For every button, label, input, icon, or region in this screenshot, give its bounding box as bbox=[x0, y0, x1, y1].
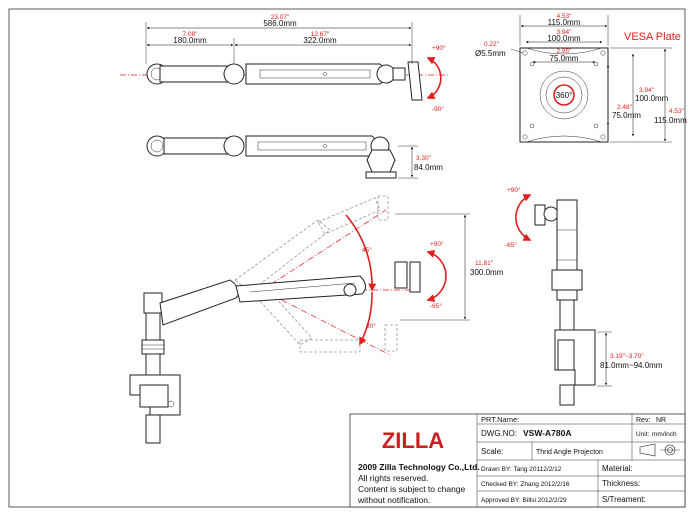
top-view: 23.07" 586.0mm 7.08" 180.0mm 12.67" 322.… bbox=[120, 14, 450, 113]
top-tilt-arc bbox=[426, 57, 442, 99]
top-first-mm: 180.0mm bbox=[173, 36, 207, 45]
front-angle-up: 45° bbox=[362, 246, 372, 254]
front-second-arm bbox=[235, 275, 366, 303]
projection-symbol-icon bbox=[639, 443, 680, 457]
checked-by: Checked BY: Zhang 2012/2/16 bbox=[481, 481, 570, 488]
thickness-label: Thickness: bbox=[602, 479, 640, 488]
vesa-inner-h-mm: 75.0mm bbox=[612, 111, 641, 120]
front-height-mm: 300.0mm bbox=[470, 268, 504, 277]
vesa-mid-w-inch: 3.94" bbox=[557, 29, 573, 36]
front-tilt-up: +90° bbox=[430, 240, 444, 248]
right-clamp-mm: 81.0mm~94.0mm bbox=[600, 361, 663, 370]
approved-by: Approved BY: Billsi 2012/2/29 bbox=[481, 497, 567, 504]
front-first-arm bbox=[159, 279, 240, 326]
front-view: 45° 30° 11.81" 300.0mm +90° -65° bbox=[129, 195, 504, 444]
side-view: 3.30" 84.0mm bbox=[146, 135, 443, 179]
top-second-inch: 12.67" bbox=[311, 31, 330, 38]
vesa-plate-view: VESA Plate 360° 4.53" 115.0mm 3.94" 100.… bbox=[475, 13, 687, 143]
vesa-title: VESA Plate bbox=[624, 31, 681, 43]
vesa-hole-inch: 0.22" bbox=[484, 41, 500, 48]
vesa-outer-h-inch: 4.53" bbox=[669, 108, 685, 115]
right-view: +90° -65° 3.19"~3.70" 81.0mm~94.0mm bbox=[505, 186, 663, 406]
vesa-mid-h-inch: 3.94" bbox=[639, 87, 655, 94]
company-name: 2009 Zilla Technology Co.,Ltd. bbox=[358, 462, 480, 472]
right-tilt-up: +90° bbox=[507, 186, 521, 194]
vesa-outer-w-mm: 115.0mm bbox=[548, 18, 581, 27]
wrist-joint bbox=[376, 64, 396, 84]
right-tilt-down: -65° bbox=[505, 241, 517, 249]
front-height-inch: 11.81" bbox=[475, 260, 494, 267]
sheet-border bbox=[8, 8, 686, 508]
right-clamp-inch: 3.19"~3.70" bbox=[610, 353, 644, 360]
top-first-inch: 7.08" bbox=[183, 31, 199, 38]
vesa-head bbox=[392, 67, 406, 81]
front-tilt-down: -65° bbox=[430, 302, 442, 310]
vesa-inner-w-inch: 2.95" bbox=[557, 48, 573, 55]
rights-text: All rights reserved. bbox=[358, 473, 428, 483]
vesa-rotation: 360° bbox=[556, 91, 573, 100]
notice-line-2: without notification. bbox=[357, 495, 430, 505]
front-tilt-arc bbox=[426, 249, 447, 303]
top-overall-mm: 586.0mm bbox=[263, 19, 297, 28]
side-height-mm: 84.0mm bbox=[414, 163, 443, 172]
vesa-mid-h-mm: 100.0mm bbox=[635, 94, 669, 103]
treatment-label: S/Treament: bbox=[602, 495, 646, 504]
notice-line-1: Content is subject to change bbox=[358, 484, 466, 494]
projection-text: Thrid Angle Projecton bbox=[536, 449, 603, 456]
title-block: ZILLA 2009 Zilla Technology Co.,Ltd. All… bbox=[349, 413, 686, 508]
prt-name-label: PRT.Name: bbox=[481, 415, 519, 424]
right-tilt-arc bbox=[515, 194, 532, 241]
rev-label: Rev: bbox=[636, 417, 650, 424]
side-vesa-mount bbox=[366, 149, 396, 173]
front-vesa-mount bbox=[394, 261, 408, 289]
material-label: Material: bbox=[602, 464, 633, 473]
drawn-by: Drawn BY: Tang 20112/2/12 bbox=[481, 466, 562, 473]
vesa-plate-outline bbox=[519, 47, 609, 143]
rev-value: NR bbox=[656, 417, 666, 424]
scale-label: Scale: bbox=[481, 447, 503, 456]
unit-value: mm/inch bbox=[652, 431, 677, 438]
dwg-value: VSW-A780A bbox=[523, 428, 571, 438]
vesa-hole-mm: Ø5.5mm bbox=[475, 49, 506, 58]
vesa-inner-h-inch: 2.48" bbox=[617, 104, 633, 111]
vesa-inner-w-mm: 75.0mm bbox=[550, 54, 579, 63]
top-tilt-down: -90° bbox=[432, 105, 444, 113]
front-angle-down: 30° bbox=[366, 322, 376, 330]
vesa-outer-h-mm: 115.0mm bbox=[654, 116, 687, 125]
top-tilt-up: +90° bbox=[432, 44, 446, 52]
top-second-mm: 322.0mm bbox=[303, 36, 337, 45]
pole-cap bbox=[143, 292, 163, 314]
unit-label: Unit: bbox=[636, 431, 650, 438]
top-overall-inch: 23.07" bbox=[271, 14, 290, 21]
second-arm bbox=[245, 63, 387, 85]
angle-arc-up bbox=[345, 214, 377, 292]
side-height-inch: 3.30" bbox=[416, 155, 432, 162]
dwg-label: DWG.NO: bbox=[481, 429, 517, 438]
zilla-logo: ZILLA bbox=[382, 428, 444, 453]
vesa-plate-top bbox=[407, 61, 423, 101]
vesa-mid-w-mm: 100.0mm bbox=[547, 34, 581, 43]
elbow-joint bbox=[223, 63, 245, 85]
angle-arc-down bbox=[359, 291, 373, 346]
vesa-outer-w-inch: 4.53" bbox=[557, 13, 573, 20]
